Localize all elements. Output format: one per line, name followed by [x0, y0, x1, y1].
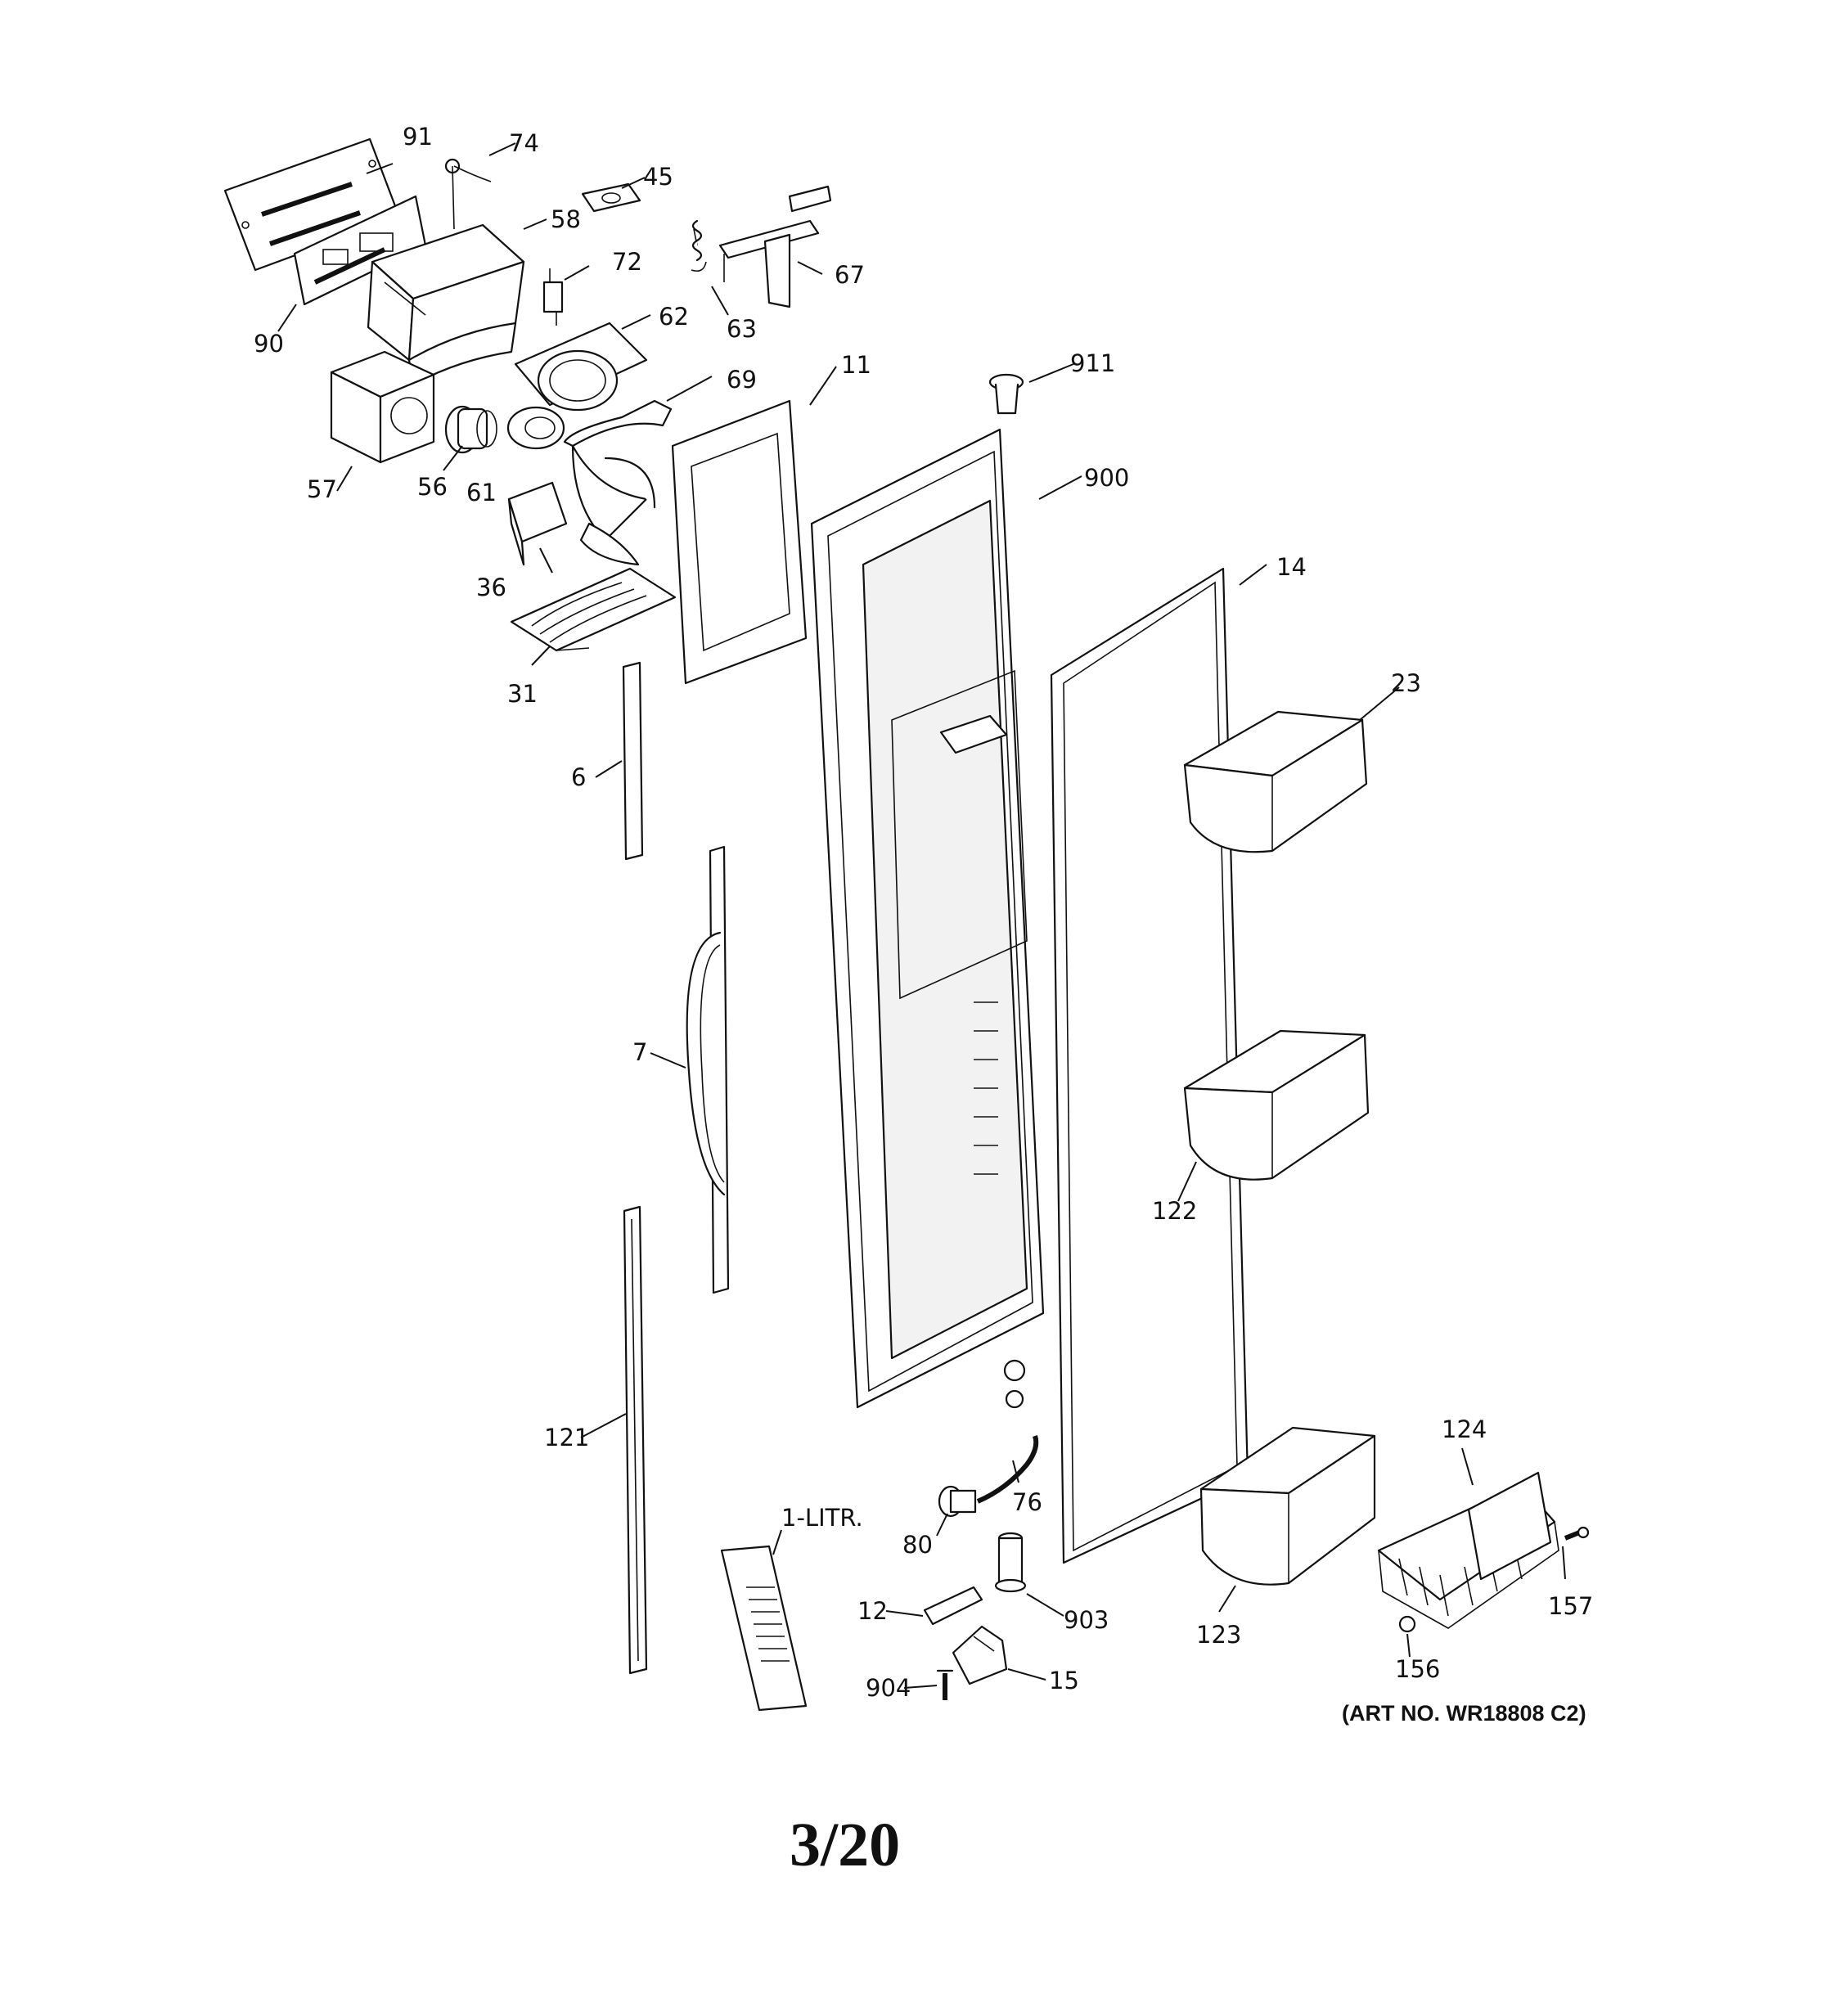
part-56-coupler — [444, 405, 497, 454]
callout-12: 12 — [857, 1597, 888, 1625]
part-72-switch — [542, 268, 564, 326]
part-67-lever — [718, 185, 832, 308]
callout-900: 900 — [1084, 464, 1129, 492]
callout-123: 123 — [1196, 1621, 1241, 1649]
part-45-bracket — [581, 182, 641, 213]
part-62-ring — [514, 322, 648, 412]
part-11-frame — [671, 399, 808, 685]
callout-15: 15 — [1049, 1667, 1079, 1694]
part-36-clip — [507, 481, 568, 566]
part-76-tube — [976, 1435, 1039, 1504]
part-156-nut — [1398, 1615, 1416, 1633]
part-15-block — [952, 1625, 1008, 1685]
part-7-handle — [686, 845, 730, 1294]
part-157-screw — [1564, 1526, 1590, 1541]
part-911-cap — [988, 373, 1024, 415]
part-904-screw — [936, 1669, 954, 1700]
callout-903: 903 — [1064, 1606, 1109, 1634]
callout-labels: 91 74 45 58 72 67 63 90 62 69 11 911 57 … — [254, 123, 1593, 1702]
callout-74: 74 — [509, 129, 539, 157]
callout-56: 56 — [417, 473, 448, 501]
part-61-gear — [506, 406, 565, 450]
callout-80: 80 — [902, 1531, 933, 1559]
callout-62: 62 — [659, 303, 689, 331]
part-121-trim — [623, 1205, 648, 1675]
callout-904: 904 — [866, 1674, 911, 1702]
part-12-bracket — [923, 1586, 983, 1626]
callout-124: 124 — [1442, 1415, 1487, 1443]
callout-76: 76 — [1012, 1488, 1042, 1516]
callout-6: 6 — [571, 763, 586, 791]
part-91-plate — [223, 137, 401, 272]
callout-122: 122 — [1152, 1197, 1197, 1225]
part-58-dispenser-housing — [367, 223, 525, 386]
callout-90: 90 — [254, 330, 284, 358]
part-23-bin — [1183, 710, 1368, 853]
callout-11: 11 — [841, 351, 871, 379]
callout-67: 67 — [835, 261, 865, 289]
art-number: (ART NO. WR18808 C2) — [1342, 1701, 1586, 1726]
callout-36: 36 — [476, 574, 506, 601]
callout-leaders — [277, 142, 1566, 1689]
callout-7: 7 — [632, 1038, 647, 1066]
callout-157: 157 — [1548, 1592, 1593, 1620]
part-63-spring — [691, 219, 707, 272]
part-903-cylinder — [994, 1532, 1027, 1593]
callout-61: 61 — [466, 479, 497, 506]
part-57-motor — [330, 350, 435, 464]
part-74-switch — [444, 158, 492, 230]
callout-121: 121 — [544, 1424, 589, 1451]
part-31-grille — [510, 567, 677, 652]
part-900-door — [810, 428, 1045, 1409]
part-122-bin — [1183, 1029, 1370, 1181]
part-69-blade — [563, 399, 673, 566]
callout-156: 156 — [1395, 1655, 1440, 1683]
callout-91: 91 — [403, 123, 433, 151]
part-90-control-board — [293, 195, 427, 306]
callout-69: 69 — [727, 366, 757, 394]
part-123-bin — [1199, 1426, 1376, 1586]
part-124-basket — [1377, 1471, 1559, 1629]
part-80-fitting — [938, 1485, 977, 1518]
callout-57: 57 — [307, 475, 337, 503]
callout-911: 911 — [1070, 349, 1115, 377]
part-1-litr-literature — [720, 1545, 808, 1712]
callout-72: 72 — [612, 248, 642, 276]
callout-31: 31 — [507, 680, 538, 708]
callout-63: 63 — [727, 315, 757, 343]
page-number: 3/20 — [790, 1811, 900, 1879]
callout-1-litr: 1-LITR. — [781, 1504, 863, 1532]
callout-23: 23 — [1391, 669, 1421, 697]
callout-58: 58 — [551, 205, 581, 233]
callout-14: 14 — [1276, 553, 1307, 581]
part-14-gasket — [1050, 567, 1249, 1564]
callout-45: 45 — [643, 163, 673, 191]
part-6-strip — [622, 661, 644, 861]
